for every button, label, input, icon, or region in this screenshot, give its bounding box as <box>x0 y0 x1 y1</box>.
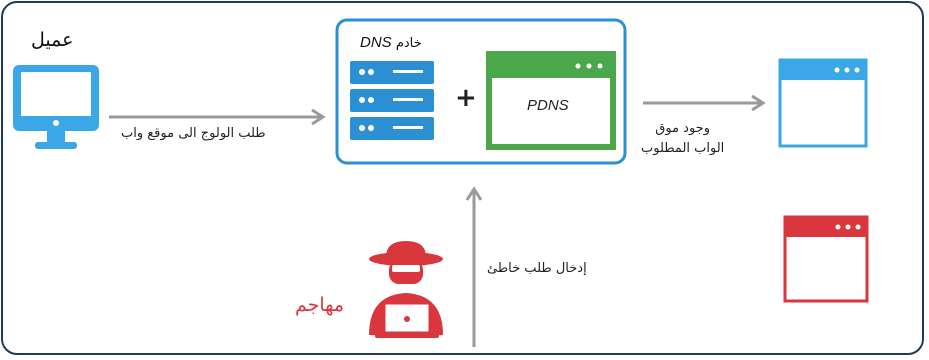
laptop-icon <box>375 301 439 338</box>
plus-sign: + <box>455 83 477 113</box>
pdns-label: PDNS <box>527 97 569 114</box>
response-arrow <box>643 94 766 112</box>
dns-server-label: DNS خادم <box>360 34 422 51</box>
fake-browser-window-icon <box>783 215 869 303</box>
attacker-label: مهاجم <box>295 294 345 316</box>
request-label: طلب الولوج الى موقع واب <box>121 126 266 141</box>
client-label: عميل <box>31 29 74 51</box>
inject-arrow <box>465 186 483 347</box>
diagram-canvas <box>13 18 869 347</box>
server-rack-icon <box>350 61 434 140</box>
diagram-frame: عميل طلب الولوج الى موقع واب DNS خادم + … <box>1 1 924 355</box>
request-arrow <box>109 108 326 126</box>
monitor-icon <box>13 65 99 149</box>
dns-server-name: DNS <box>360 34 392 51</box>
site-found-line-1: وجود موق <box>655 121 710 136</box>
site-found-line-2: الواب المطلوب <box>641 141 725 156</box>
inject-label: إدخال طلب خاطئ <box>487 261 587 276</box>
pdns-window-icon <box>486 51 616 150</box>
browser-window-icon <box>778 58 868 148</box>
site-found-label: وجود موق الواب المطلوب <box>641 119 724 159</box>
dns-server-prefix: خادم <box>395 36 422 51</box>
